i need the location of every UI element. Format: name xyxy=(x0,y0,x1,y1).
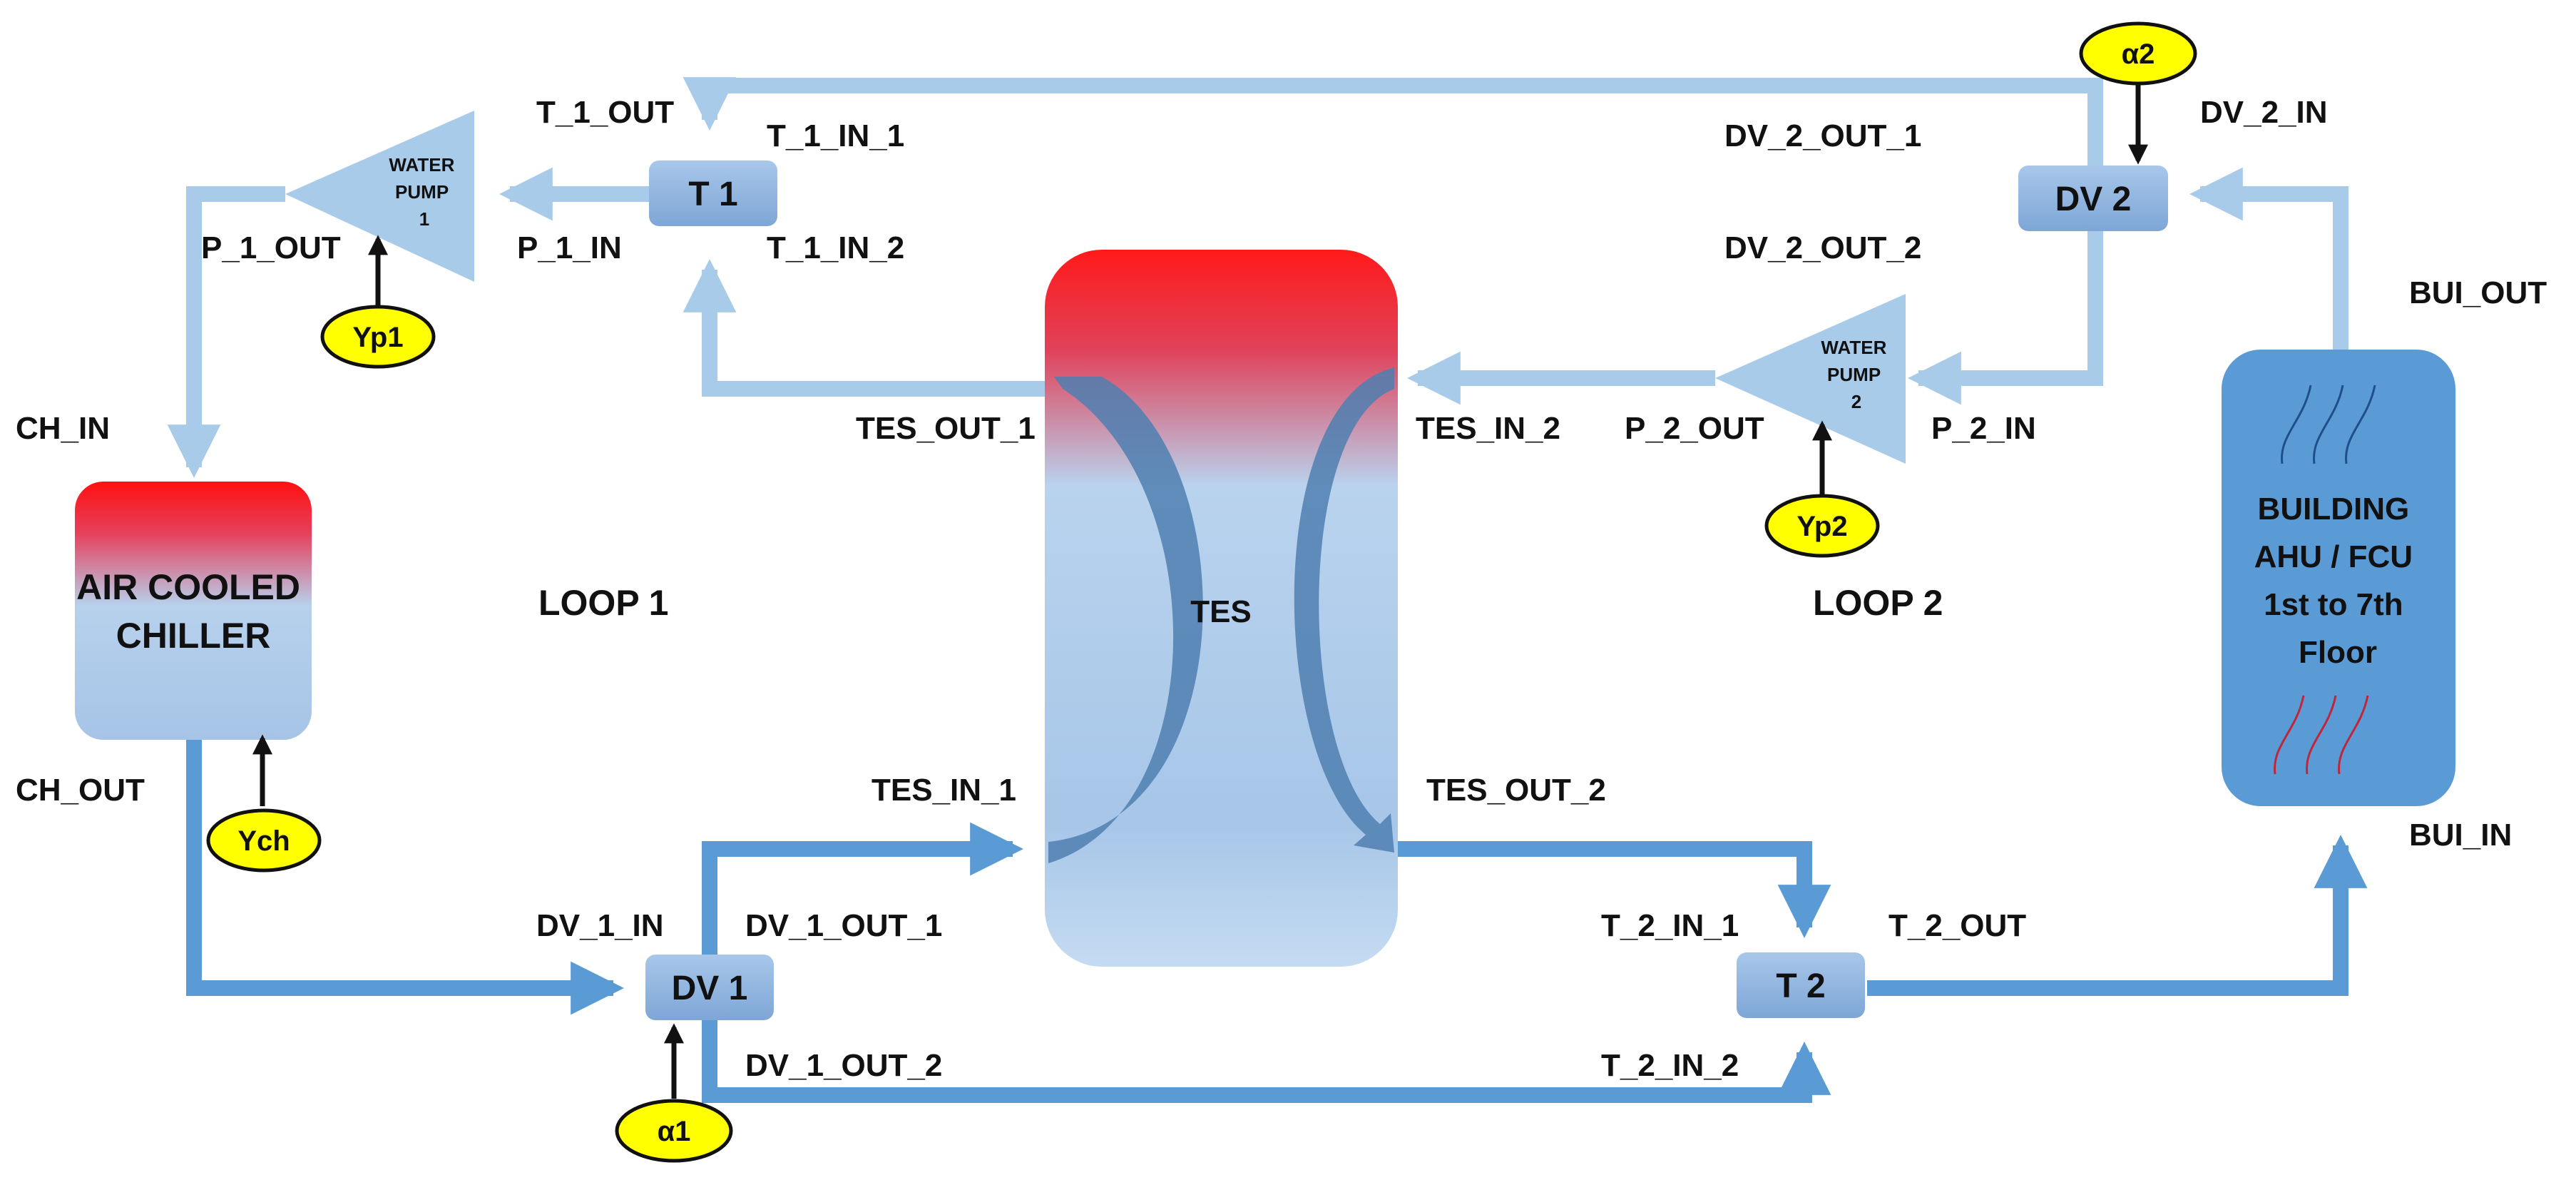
t2-label: T 2 xyxy=(1776,967,1825,1005)
yp1-signal-badge xyxy=(320,305,436,369)
pump2-label-line3: 2 xyxy=(1851,391,1861,412)
pipes xyxy=(167,77,2368,1103)
dv2-box xyxy=(2018,166,2168,231)
pump2-label-line2: PUMP xyxy=(1827,364,1881,385)
dv2-label: DV 2 xyxy=(2055,180,2132,218)
pipe-t2-to-building xyxy=(1867,835,2368,996)
port-tes-in-1: TES_IN_1 xyxy=(872,773,1016,808)
pump2-triangle xyxy=(1715,294,1906,464)
port-t-1-in-1: T_1_IN_1 xyxy=(767,118,904,153)
pipe-dv1-to-t2 xyxy=(702,1020,1831,1103)
cold-air-wave-icon xyxy=(2281,385,2376,464)
yp1-label: Yp1 xyxy=(352,322,403,353)
control-signals: Yp1 Yp2 Ych α1 α2 xyxy=(206,21,2197,1163)
water-pump-1: WATER PUMP 1 xyxy=(285,111,474,282)
port-tes-out-2: TES_OUT_2 xyxy=(1426,773,1606,808)
node-t2: T 2 xyxy=(1737,952,1865,1018)
port-ch-out: CH_OUT xyxy=(16,773,145,808)
t2-box xyxy=(1737,952,1865,1018)
pipe-dv2-to-pump2 xyxy=(1908,230,2103,405)
a1-label: α1 xyxy=(658,1116,691,1147)
a2-label: α2 xyxy=(2122,39,2155,70)
ych-signal-badge xyxy=(206,808,322,873)
port-t-2-out: T_2_OUT xyxy=(1888,908,2026,943)
dv1-label: DV 1 xyxy=(672,970,748,1007)
building-label-line1: BUILDING xyxy=(2258,492,2410,527)
pipe-dv2-to-t1 xyxy=(683,77,2103,194)
loop1-label: LOOP 1 xyxy=(538,583,668,623)
loop2-label: LOOP 2 xyxy=(1813,583,1943,623)
pump1-label: WATER PUMP 1 xyxy=(389,154,459,230)
building-label: BUILDING AHU / FCU 1st to 7th Floor xyxy=(2254,492,2422,670)
port-t-1-out: T_1_OUT xyxy=(536,95,674,130)
port-labels: T_1_OUT T_1_IN_1 T_1_IN_2 P_1_OUT P_1_IN… xyxy=(16,95,2547,1083)
tes-tank: TES xyxy=(1045,250,1398,967)
port-dv-2-out-2: DV_2_OUT_2 xyxy=(1724,230,1921,265)
port-t-2-in-1: T_2_IN_1 xyxy=(1601,908,1739,943)
port-p-2-in: P_2_IN xyxy=(1931,411,2036,446)
pipe-chiller-to-dv1 xyxy=(186,738,624,1015)
pipe-building-to-dv2 xyxy=(2189,167,2348,353)
a1-signal-badge xyxy=(615,1099,733,1163)
yp2-label: Yp2 xyxy=(1796,511,1847,542)
tes-internal-flow-right xyxy=(1294,367,1394,853)
port-dv-1-out-1: DV_1_OUT_1 xyxy=(745,908,942,943)
port-dv-2-out-1: DV_2_OUT_1 xyxy=(1724,118,1921,153)
building: BUILDING AHU / FCU 1st to 7th Floor xyxy=(2222,350,2455,806)
pipe-tes-to-t1 xyxy=(683,259,1048,397)
building-label-line3: 1st to 7th xyxy=(2264,587,2403,622)
pump1-triangle xyxy=(285,111,474,282)
building-label-line2: AHU / FCU xyxy=(2254,539,2413,574)
pump2-label: WATER PUMP 2 xyxy=(1821,337,1891,412)
building-body xyxy=(2222,350,2455,806)
node-dv1: DV 1 xyxy=(645,955,774,1020)
port-bui-in: BUI_IN xyxy=(2409,818,2512,853)
pump1-label-line1: WATER xyxy=(389,154,454,176)
port-tes-in-2: TES_IN_2 xyxy=(1416,411,1560,446)
pump1-label-line3: 1 xyxy=(419,208,429,230)
port-dv-1-out-2: DV_1_OUT_2 xyxy=(745,1048,942,1083)
chiller-body xyxy=(75,482,312,740)
pipe-pump1-to-chiller xyxy=(167,186,285,478)
tes-label: TES xyxy=(1190,594,1252,629)
port-ch-in: CH_IN xyxy=(16,411,110,446)
port-p-1-out: P_1_OUT xyxy=(201,230,341,265)
building-label-line4: Floor xyxy=(2299,635,2377,670)
port-bui-out: BUI_OUT xyxy=(2409,275,2547,310)
t1-label: T 1 xyxy=(688,176,737,213)
pump2-label-line1: WATER xyxy=(1821,337,1886,358)
pipe-dv1-to-tes xyxy=(702,822,1023,957)
port-p-2-out: P_2_OUT xyxy=(1625,411,1764,446)
port-t-1-in-2: T_1_IN_2 xyxy=(767,230,904,265)
port-dv-1-in: DV_1_IN xyxy=(536,908,664,943)
chiller-label-line2: CHILLER xyxy=(116,616,271,656)
warm-air-wave-icon xyxy=(2274,695,2369,775)
node-dv2: DV 2 xyxy=(2018,166,2168,231)
yp2-signal-badge xyxy=(1764,494,1880,558)
chiller-label: AIR COOLED CHILLER xyxy=(76,567,310,656)
tes-internal-flow-left xyxy=(1048,377,1203,863)
dv1-box xyxy=(645,955,774,1020)
port-t-2-in-2: T_2_IN_2 xyxy=(1601,1048,1739,1083)
node-t1: T 1 xyxy=(649,161,777,226)
pump1-label-line2: PUMP xyxy=(395,181,449,203)
port-p-1-in: P_1_IN xyxy=(517,230,622,265)
ych-label: Ych xyxy=(237,825,290,857)
chiller-label-line1: AIR COOLED xyxy=(76,567,300,607)
a2-signal-badge xyxy=(2079,21,2197,86)
air-cooled-chiller: AIR COOLED CHILLER xyxy=(75,482,312,740)
water-pump-2: WATER PUMP 2 xyxy=(1715,294,1906,464)
t1-box xyxy=(649,161,777,226)
pipe-tes-to-t2 xyxy=(1398,841,1831,938)
port-dv-2-in: DV_2_IN xyxy=(2200,95,2328,130)
port-tes-out-1: TES_OUT_1 xyxy=(856,411,1036,446)
